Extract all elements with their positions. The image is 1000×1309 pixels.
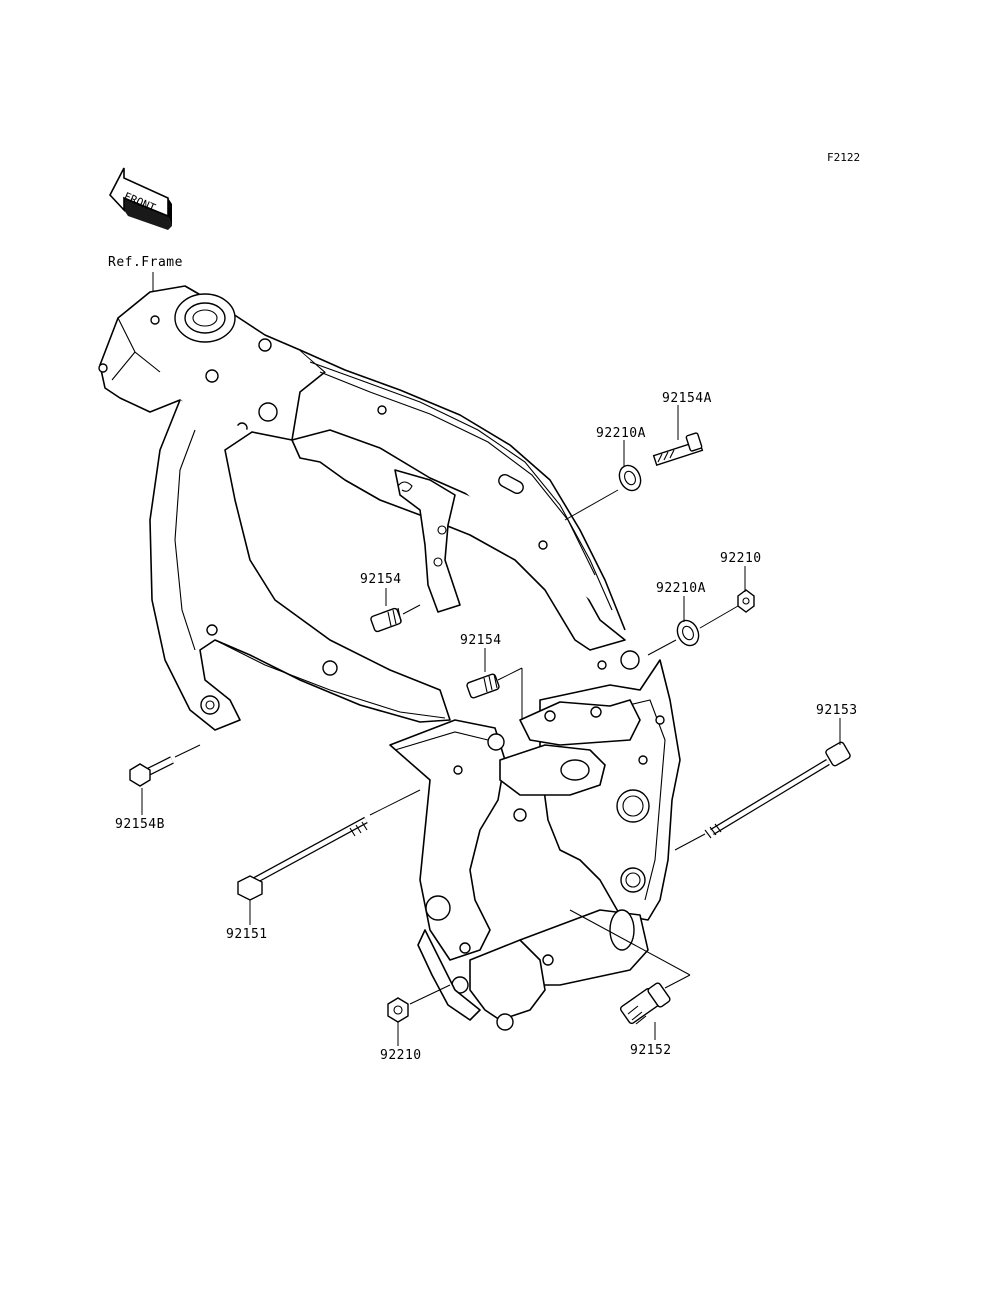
part-label-92210-right: 92210: [720, 551, 762, 566]
diagram-code: F2122: [827, 151, 860, 164]
part-label-92210-bottom: 92210: [380, 1048, 422, 1063]
bolt-92151: [237, 816, 368, 901]
bolt-92154A: [652, 432, 704, 467]
part-label-92210A-top: 92210A: [596, 426, 646, 441]
part-label-92210A-mid: 92210A: [656, 581, 706, 596]
nut-92210-right: [737, 589, 755, 613]
ref-frame-label: Ref.Frame: [108, 255, 183, 270]
adjuster-92152: [619, 982, 671, 1025]
part-label-92154-left: 92154: [360, 572, 402, 587]
motorcycle-frame: [98, 285, 681, 1031]
bolt-92154B: [129, 756, 174, 787]
adjuster-92154-mid: [466, 673, 500, 699]
part-label-92152: 92152: [630, 1043, 672, 1058]
bolt-92153: [704, 741, 851, 839]
washer-92210A-mid: [676, 619, 700, 647]
washer-92210A-top: [618, 464, 642, 492]
part-label-92154B: 92154B: [115, 817, 165, 832]
part-label-92153: 92153: [816, 703, 858, 718]
part-label-92154A: 92154A: [662, 391, 712, 406]
front-arrow-icon: FRONT: [109, 167, 172, 230]
part-label-92154-mid: 92154: [460, 633, 502, 648]
adjuster-92154-left: [370, 607, 402, 633]
part-label-92151: 92151: [226, 927, 268, 942]
nut-92210-bottom: [387, 997, 409, 1023]
leader-lines: [141, 405, 841, 1046]
